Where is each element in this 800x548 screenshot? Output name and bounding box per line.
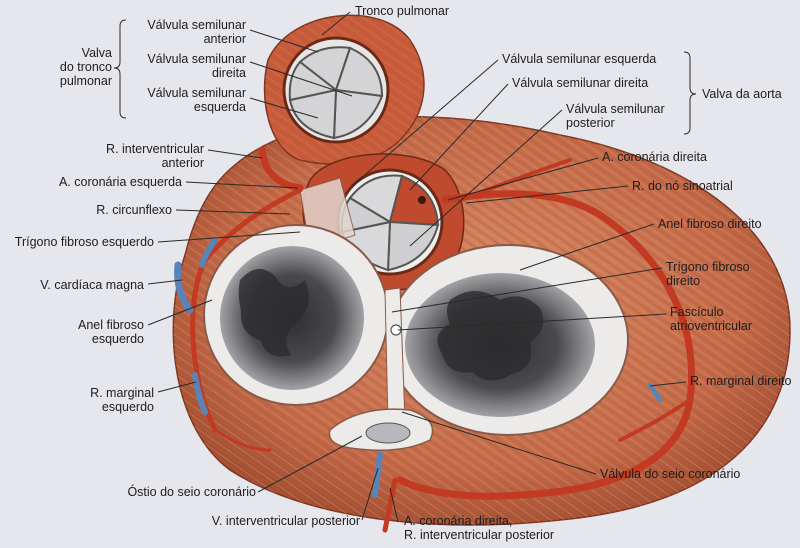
label-semilunar-anterior-line2: anterior xyxy=(203,32,246,46)
label-semilunar-direita-aorta: Válvula semilunar direita xyxy=(512,76,649,90)
sinoatrial-node-branch-path xyxy=(458,158,572,202)
pulmonary-semilunar-cusps xyxy=(288,46,384,140)
label-semilunar-posterior-line2: posterior xyxy=(566,116,615,130)
label-v-cardiaca-magna: V. cardíaca magna xyxy=(40,278,144,292)
label-r-marginal-esquerdo: R. marginal esquerdo xyxy=(60,386,154,414)
label-valva-tronco-pulmonar-line2: do tronco xyxy=(59,60,112,74)
label-trigono-fibroso-direito-line2: direito xyxy=(666,274,701,288)
label-valvula-seio-coronario: Válvula do seio coronário xyxy=(600,467,741,481)
label-anel-fibroso-esquerdo: Anel fibroso esquerdo xyxy=(50,318,144,346)
leader-lines xyxy=(147,11,687,523)
left-marginal-vein-path xyxy=(192,372,208,415)
label-a-coronaria-direita: A. coronária direita xyxy=(602,150,707,164)
posterior-interventricular-vein-path xyxy=(372,452,383,498)
label-a-coronaria-direita-r-iv-posterior-line2: R. interventricular posterior xyxy=(404,528,555,542)
brace-valva-tronco-pulmonar xyxy=(113,19,127,119)
label-ostio-seio-coronario: Óstio do seio coronário xyxy=(127,485,256,499)
label-a-coronaria-direita-r-iv-posterior: A. coronária direita, R. interventricula… xyxy=(404,514,554,542)
label-valva-aorta: Valva da aorta xyxy=(702,87,782,101)
label-a-coronaria-direita-r-iv-posterior-line1: A. coronária direita, xyxy=(404,514,513,528)
label-anel-fibroso-esquerdo-line1: Anel fibroso xyxy=(77,318,144,332)
posterior-interventricular-branch-path xyxy=(382,477,398,533)
label-anel-fibroso-esquerdo-line2: esquerdo xyxy=(91,332,144,346)
left-coronary-artery-path xyxy=(258,146,304,192)
label-valva-tronco-pulmonar-line1: Valva xyxy=(81,46,112,60)
right-marginal-vein-path xyxy=(647,382,663,403)
label-braces xyxy=(113,19,697,135)
label-r-no-sinoatrial: R. do nó sinoatrial xyxy=(632,179,733,193)
right-marginal-branch-path xyxy=(618,398,692,442)
tricuspid-valve xyxy=(387,244,629,436)
label-semilunar-anterior-line1: Válvula semilunar xyxy=(147,18,246,32)
label-semilunar-anterior: Válvula semilunar anterior xyxy=(130,18,246,46)
label-trigono-fibroso-direito-line1: Trígono fibroso xyxy=(666,260,750,274)
coronary-ostium xyxy=(418,196,426,204)
label-r-interventricular-anterior-line2: anterior xyxy=(161,156,204,170)
great-cardiac-vein-upper-path xyxy=(199,237,218,268)
label-r-interventricular-anterior-line1: R. interventricular xyxy=(106,142,204,156)
label-semilunar-esquerda-pulmonar-line1: Válvula semilunar xyxy=(147,86,246,100)
label-r-marginal-esquerdo-line1: R. marginal xyxy=(90,386,154,400)
label-fasciculo-atrioventricular: Fascículo atrioventricular xyxy=(670,305,752,333)
great-cardiac-vein-path xyxy=(174,261,194,314)
cardiac-veins xyxy=(174,237,663,498)
label-semilunar-direita-pulmonar-line1: Válvula semilunar xyxy=(147,52,246,66)
label-semilunar-posterior-line1: Válvula semilunar xyxy=(566,102,665,116)
label-a-coronaria-esquerda: A. coronária esquerda xyxy=(59,175,182,189)
label-fasciculo-atrioventricular-line2: atrioventricular xyxy=(670,319,752,333)
label-trigono-fibroso-direito: Trígono fibroso direito xyxy=(666,260,750,288)
label-r-marginal-direito: R. marginal direito xyxy=(690,374,792,388)
label-v-interventricular-posterior: V. interventricular posterior xyxy=(211,514,360,528)
left-marginal-branch-path xyxy=(213,428,272,452)
label-semilunar-esquerda-aorta: Válvula semilunar esquerda xyxy=(502,52,657,66)
label-tronco-pulmonar: Tronco pulmonar xyxy=(355,4,450,18)
label-fasciculo-atrioventricular-line1: Fascículo xyxy=(670,305,724,319)
label-r-circunflexo: R. circunflexo xyxy=(96,203,172,217)
label-r-marginal-esquerdo-line2: esquerdo xyxy=(101,400,154,414)
label-semilunar-direita-pulmonar-line2: direita xyxy=(211,66,246,80)
label-semilunar-esquerda-pulmonar: Válvula semilunar esquerda xyxy=(130,86,246,114)
mitral-valve xyxy=(203,224,389,406)
label-valva-tronco-pulmonar: Valva do tronco pulmonar xyxy=(54,46,112,88)
label-anel-fibroso-direito: Anel fibroso direito xyxy=(658,217,762,231)
brace-valva-aorta xyxy=(683,51,697,135)
label-semilunar-direita-pulmonar: Válvula semilunar direita xyxy=(130,52,246,80)
label-valva-tronco-pulmonar-line3: pulmonar xyxy=(59,74,112,88)
label-trigono-fibroso-esquerdo: Trígono fibroso esquerdo xyxy=(14,235,154,249)
label-r-interventricular-anterior: R. interventricular anterior xyxy=(80,142,204,170)
label-semilunar-esquerda-pulmonar-line2: esquerda xyxy=(193,100,246,114)
pulmonary-trunk xyxy=(263,14,425,165)
label-semilunar-posterior: Válvula semilunar posterior xyxy=(566,102,665,130)
